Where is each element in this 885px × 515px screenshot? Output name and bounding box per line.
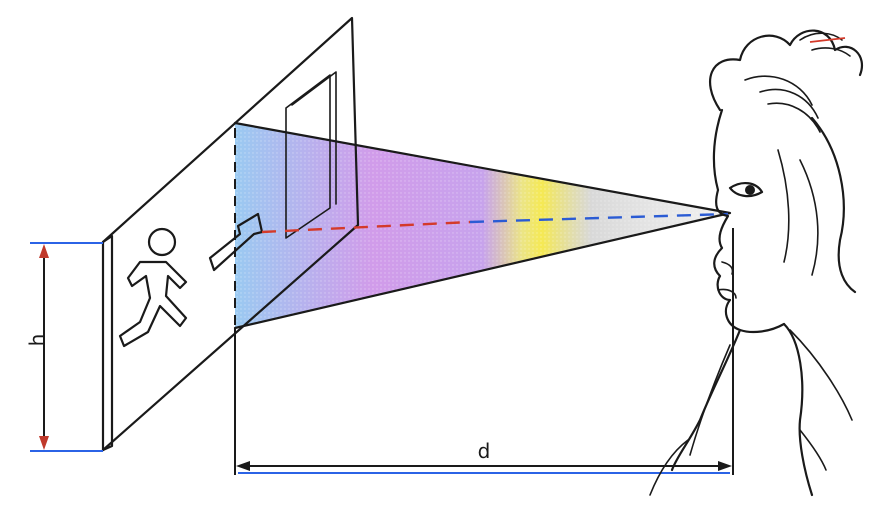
height-label: h [25, 334, 49, 347]
exit-arrow-icon [208, 212, 264, 272]
distance-label: d [478, 439, 491, 463]
running-man-icon [118, 227, 188, 348]
height-dimension [30, 242, 103, 452]
line-of-sight [261, 212, 729, 234]
viewing-cone [233, 121, 732, 330]
exit-sign-panel [101, 16, 360, 452]
observer-figure [649, 29, 863, 497]
